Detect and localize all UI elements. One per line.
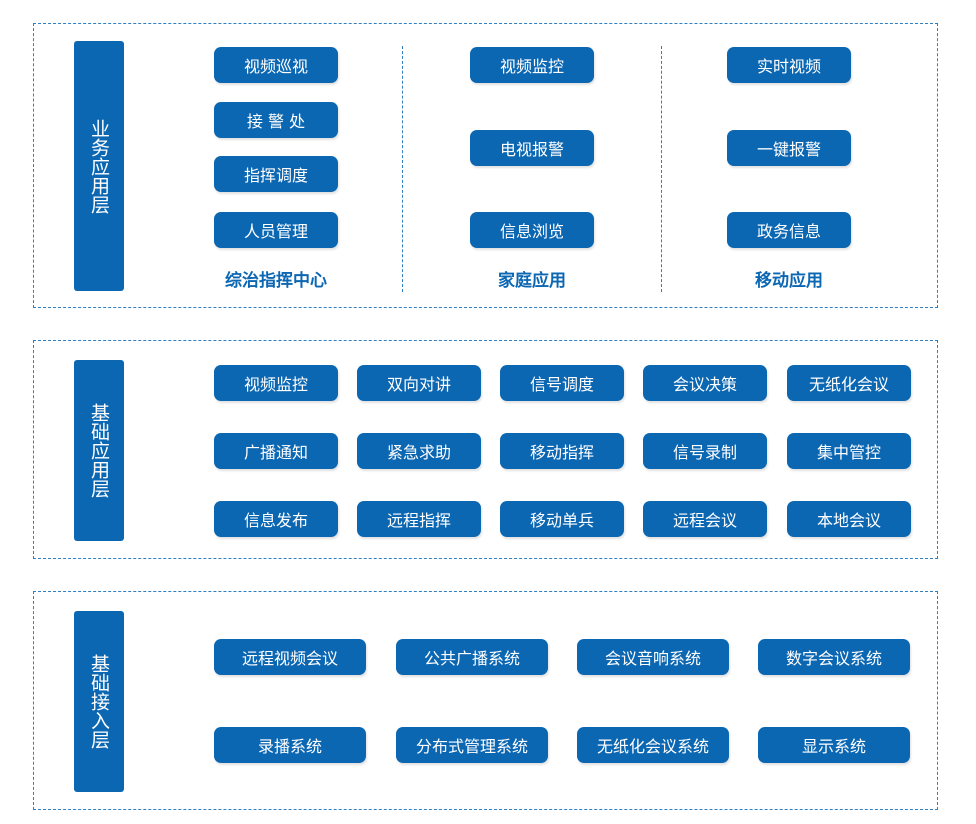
item-personnel-management[interactable]: 人员管理 [214, 212, 338, 248]
item-signal-recording[interactable]: 信号录制 [643, 433, 767, 469]
item-info-publish[interactable]: 信息发布 [214, 501, 338, 537]
item-broadcast-notice[interactable]: 广播通知 [214, 433, 338, 469]
group-caption-command-center: 综治指挥中心 [225, 271, 327, 291]
item-live-video[interactable]: 实时视频 [727, 47, 851, 83]
layer-label: 基础接入层 [74, 611, 124, 792]
item-distributed-management-system[interactable]: 分布式管理系统 [396, 727, 548, 763]
layer-basic-application: 基础应用层 视频监控 双向对讲 信号调度 会议决策 无纸化会议 广播通知 紧急求… [33, 340, 938, 559]
item-meeting-decision[interactable]: 会议决策 [643, 365, 767, 401]
layer-business-application: 业务应用层 视频巡视 接 警 处 指挥调度 人员管理 综治指挥中心 视频监控 电… [33, 23, 938, 308]
item-mobile-command[interactable]: 移动指挥 [500, 433, 624, 469]
item-conference-audio-system[interactable]: 会议音响系统 [577, 639, 729, 675]
item-one-key-alarm[interactable]: 一键报警 [727, 130, 851, 166]
item-info-browse[interactable]: 信息浏览 [470, 212, 594, 248]
item-local-meeting[interactable]: 本地会议 [787, 501, 911, 537]
item-tv-alarm[interactable]: 电视报警 [470, 130, 594, 166]
item-paperless-meeting[interactable]: 无纸化会议 [787, 365, 911, 401]
item-government-info[interactable]: 政务信息 [727, 212, 851, 248]
item-video-monitoring[interactable]: 视频监控 [470, 47, 594, 83]
group-divider [402, 46, 403, 292]
item-paperless-conference-system[interactable]: 无纸化会议系统 [577, 727, 729, 763]
item-command-dispatch[interactable]: 指挥调度 [214, 156, 338, 192]
item-public-broadcast-system[interactable]: 公共广播系统 [396, 639, 548, 675]
layer-label: 基础应用层 [74, 360, 124, 541]
group-caption-mobile: 移动应用 [755, 271, 823, 291]
item-recording-broadcast-system[interactable]: 录播系统 [214, 727, 366, 763]
layer-label: 业务应用层 [74, 41, 124, 291]
layer-basic-access: 基础接入层 远程视频会议 公共广播系统 会议音响系统 数字会议系统 录播系统 分… [33, 591, 938, 810]
item-video-monitoring[interactable]: 视频监控 [214, 365, 338, 401]
item-central-control[interactable]: 集中管控 [787, 433, 911, 469]
item-video-patrol[interactable]: 视频巡视 [214, 47, 338, 83]
item-remote-command[interactable]: 远程指挥 [357, 501, 481, 537]
item-signal-dispatch[interactable]: 信号调度 [500, 365, 624, 401]
item-remote-meeting[interactable]: 远程会议 [643, 501, 767, 537]
item-mobile-soldier[interactable]: 移动单兵 [500, 501, 624, 537]
item-emergency-help[interactable]: 紧急求助 [357, 433, 481, 469]
group-divider [661, 46, 662, 292]
group-caption-home: 家庭应用 [498, 271, 566, 291]
item-display-system[interactable]: 显示系统 [758, 727, 910, 763]
item-remote-video-conference[interactable]: 远程视频会议 [214, 639, 366, 675]
item-alarm-desk[interactable]: 接 警 处 [214, 102, 338, 138]
item-two-way-intercom[interactable]: 双向对讲 [357, 365, 481, 401]
item-digital-conference-system[interactable]: 数字会议系统 [758, 639, 910, 675]
